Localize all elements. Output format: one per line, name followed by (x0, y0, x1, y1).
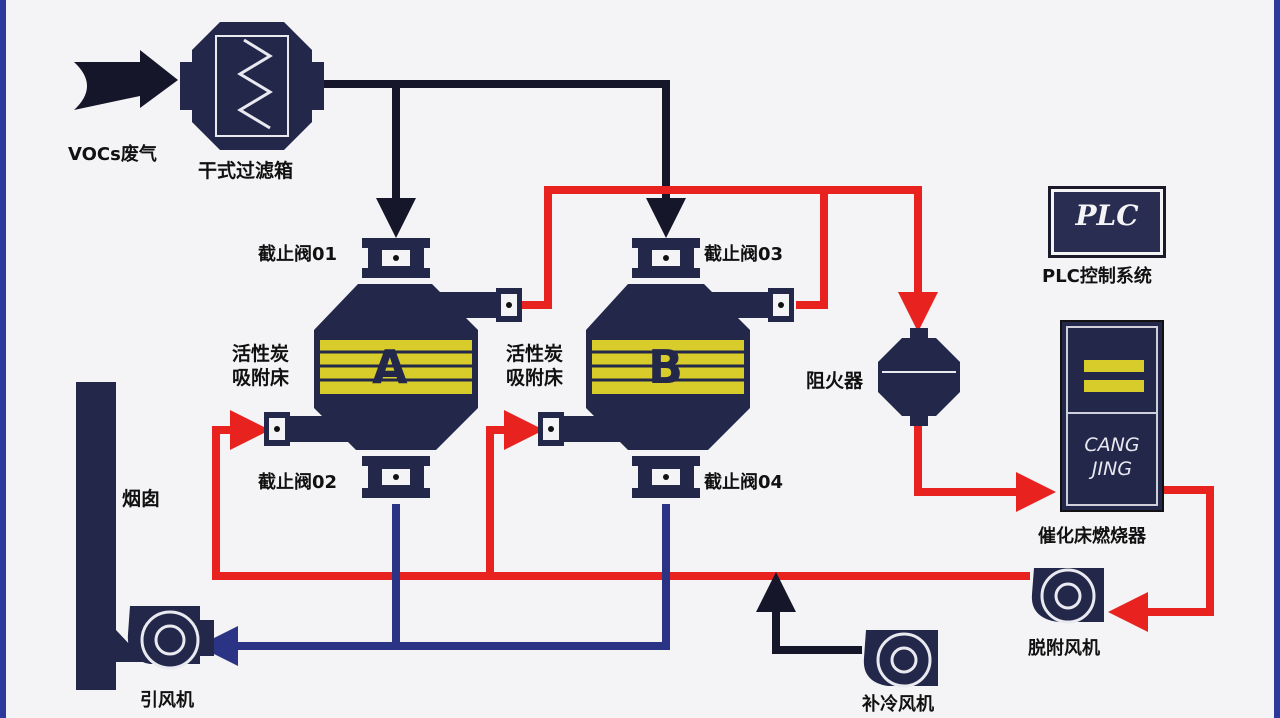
valve-04-label: 截止阀04 (704, 472, 784, 493)
chimney-label: 烟囱 (122, 488, 161, 510)
valve-01-label: 截止阀01 (258, 244, 338, 265)
frame-right (1274, 0, 1280, 718)
burner-bar-top (1084, 360, 1144, 372)
valve-02-label: 截止阀02 (258, 472, 338, 493)
cooling-line (756, 572, 862, 654)
bed-a-label-2: 吸附床 (232, 367, 290, 389)
catalytic-burner: CANG JING (1060, 320, 1164, 512)
burner-brand-2: JING (1091, 458, 1133, 480)
bed-b-letter: B (648, 340, 684, 394)
flame-arrester (878, 328, 960, 426)
bed-a-letter: A (372, 340, 408, 394)
vocs-inlet-arrow (74, 50, 178, 110)
bed-a-label-1: 活性炭 (232, 343, 290, 365)
burner-brand-1: CANG (1084, 434, 1140, 456)
hot-return-line (212, 410, 1030, 580)
desorption-fan-label: 脱附风机 (1028, 638, 1100, 659)
hot-line-a-out (522, 186, 938, 332)
vocs-label: VOCs废气 (68, 144, 157, 165)
flame-arrester-label: 阻火器 (806, 370, 864, 392)
inlet-line-to-b (396, 80, 686, 238)
hot-return-line-b (486, 410, 544, 576)
plc-icon: PLC (1048, 186, 1166, 258)
induced-fan-label: 引风机 (140, 690, 194, 711)
bed-b-label-1: 活性炭 (506, 343, 564, 365)
inlet-line-to-a (324, 80, 416, 238)
filter-label: 干式过滤箱 (198, 160, 294, 182)
cooling-fan (863, 630, 938, 688)
induced-fan (127, 606, 214, 670)
adsorber-b (538, 238, 794, 498)
burner-bar-bottom (1084, 380, 1144, 392)
hot-line-arrester-burner (914, 424, 1056, 512)
valve-03-label: 截止阀03 (704, 244, 784, 265)
exhaust-line-b (198, 504, 670, 666)
frame-left (0, 0, 6, 718)
hot-line-b-out (796, 190, 828, 309)
plc-system-label: PLC控制系统 (1042, 266, 1152, 287)
plc-icon-text: PLC (1075, 199, 1139, 232)
bed-b-label-2: 吸附床 (506, 367, 564, 389)
cooling-fan-label: 补冷风机 (862, 694, 934, 715)
dry-filter-box (180, 22, 324, 150)
adsorber-a (264, 238, 522, 498)
desorption-fan (1031, 568, 1104, 624)
burner-divider (1068, 412, 1156, 414)
hot-line-burner-fan (1108, 486, 1214, 632)
burner-label: 催化床燃烧器 (1038, 526, 1146, 547)
chimney (76, 382, 146, 690)
